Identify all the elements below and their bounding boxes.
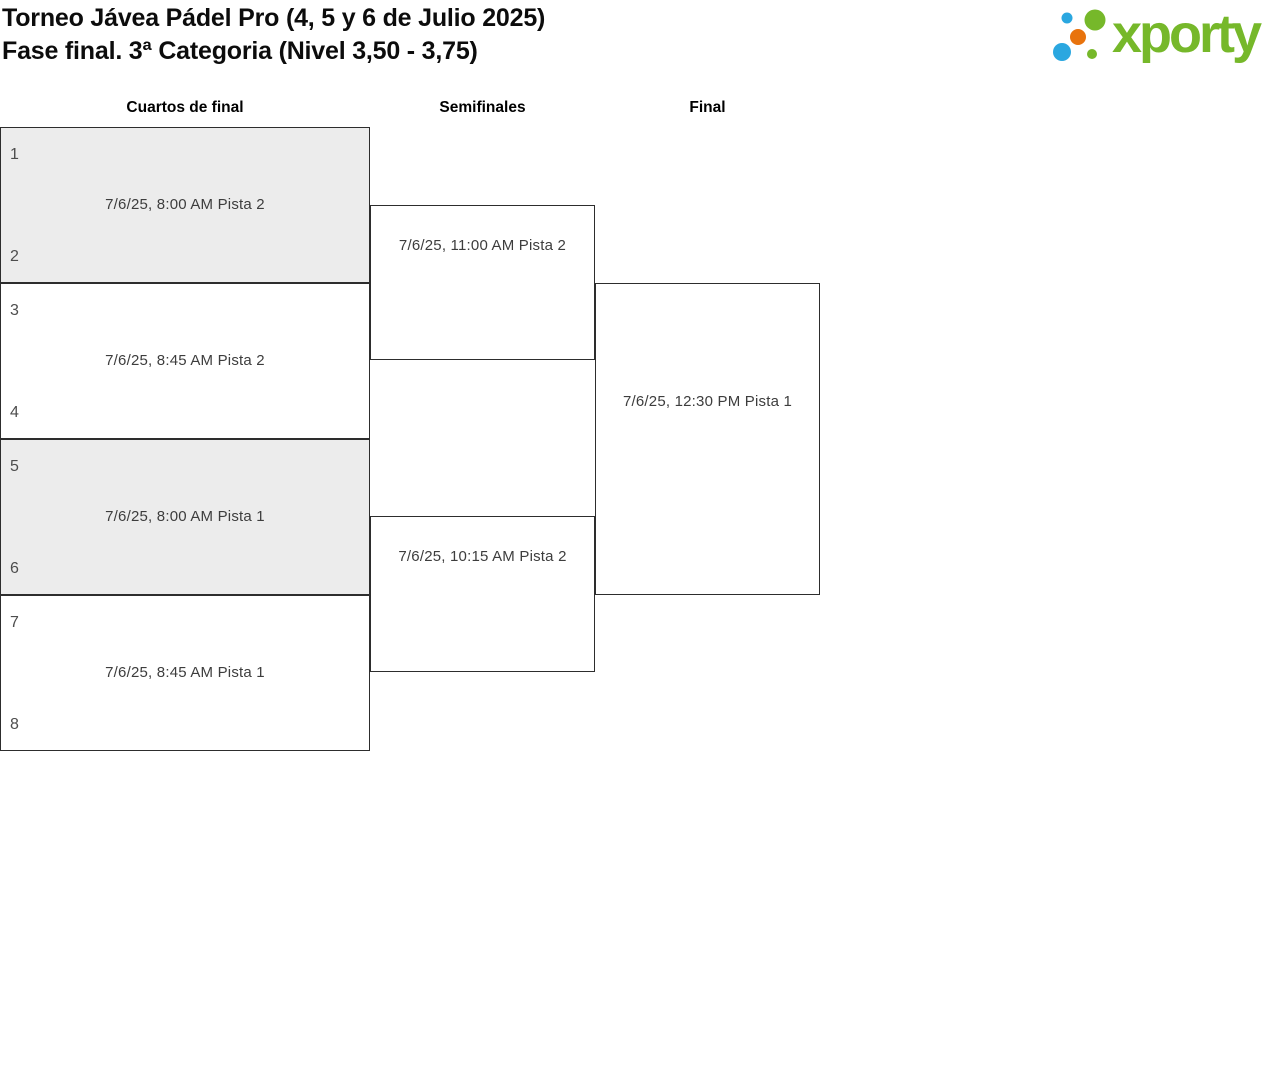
page-title: Torneo Jávea Pádel Pro (4, 5 y 6 de Juli… xyxy=(2,2,545,68)
match-schedule: 7/6/25, 8:45 AM Pista 2 xyxy=(105,352,265,369)
match-schedule: 7/6/25, 8:45 AM Pista 1 xyxy=(105,664,265,681)
seed-label: 5 xyxy=(10,458,19,475)
round-header-semifinales: Semifinales xyxy=(439,99,526,116)
match-quarterfinal-4[interactable]: 7 8 7/6/25, 8:45 AM Pista 1 xyxy=(0,595,370,751)
seed-label: 6 xyxy=(10,560,19,577)
match-semifinal-2[interactable]: 7/6/25, 10:15 AM Pista 2 xyxy=(370,516,595,672)
seed-label: 4 xyxy=(10,404,19,421)
match-quarterfinal-1[interactable]: 1 2 7/6/25, 8:00 AM Pista 2 xyxy=(0,127,370,283)
match-quarterfinal-3[interactable]: 5 6 7/6/25, 8:00 AM Pista 1 xyxy=(0,439,370,595)
match-quarterfinal-2[interactable]: 3 4 7/6/25, 8:45 AM Pista 2 xyxy=(0,283,370,439)
round-header-final: Final xyxy=(689,99,726,116)
match-schedule: 7/6/25, 12:30 PM Pista 1 xyxy=(622,393,793,410)
seed-label: 3 xyxy=(10,302,19,319)
match-schedule: 7/6/25, 11:00 AM Pista 2 xyxy=(398,237,567,254)
match-schedule: 7/6/25, 8:00 AM Pista 1 xyxy=(105,508,265,525)
seed-label: 1 xyxy=(10,146,19,163)
seed-label: 2 xyxy=(10,248,19,265)
title-line-2: Fase final. 3ª Categoria (Nivel 3,50 - 3… xyxy=(2,37,478,65)
xporty-wordmark: xporty xyxy=(1112,4,1262,64)
seed-label: 8 xyxy=(10,716,19,733)
match-semifinal-1[interactable]: 7/6/25, 11:00 AM Pista 2 xyxy=(370,205,595,360)
round-header-cuartos: Cuartos de final xyxy=(126,99,244,116)
xporty-logo-dots-icon xyxy=(1053,9,1106,61)
seed-label: 7 xyxy=(10,614,19,631)
match-schedule: 7/6/25, 8:00 AM Pista 2 xyxy=(105,196,265,213)
match-final[interactable]: 7/6/25, 12:30 PM Pista 1 xyxy=(595,283,820,595)
title-line-1: Torneo Jávea Pádel Pro (4, 5 y 6 de Juli… xyxy=(2,4,546,32)
match-schedule: 7/6/25, 10:15 AM Pista 2 xyxy=(398,548,567,565)
xporty-logo[interactable]: xporty xyxy=(1046,3,1276,75)
